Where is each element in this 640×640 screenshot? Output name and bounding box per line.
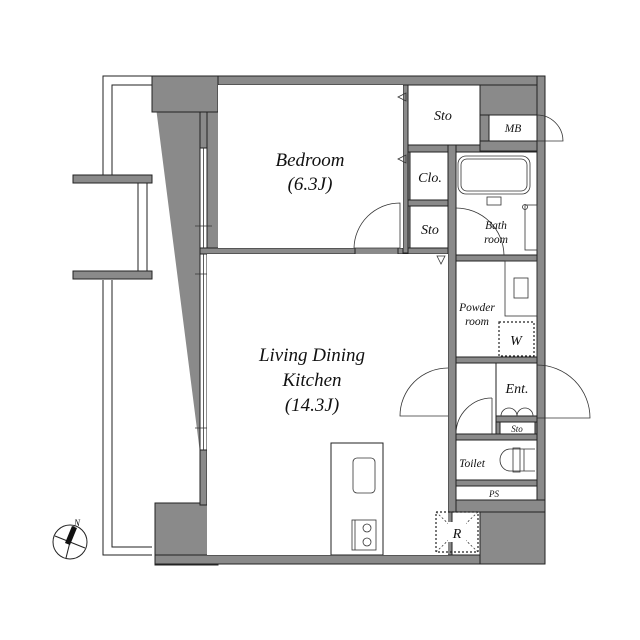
bathroom (455, 151, 538, 256)
storage-entrance-label: Sto (511, 424, 523, 434)
pipe-space-label: PS (488, 489, 499, 499)
toilet-room (455, 439, 538, 481)
storage-top-label: Sto (434, 109, 452, 124)
entrance-hall (455, 362, 497, 435)
closet-label: Clo. (418, 171, 442, 186)
bath-label-2: room (484, 234, 508, 246)
powder-room (455, 260, 538, 358)
closet (409, 151, 449, 201)
powder-label-1: Powder (458, 302, 495, 314)
fridge-label: R (452, 527, 462, 542)
ldk-label-1: Living Dining (258, 345, 365, 366)
storage-mid-label: Sto (421, 223, 439, 238)
balcony (72, 75, 153, 556)
storage-mid (409, 205, 449, 249)
entrance (495, 362, 538, 417)
fridge-space (435, 511, 479, 553)
kitchen-counter (330, 442, 384, 556)
pipe-space (455, 485, 538, 501)
bedroom-size: (6.3J) (288, 174, 333, 195)
powder-label-2: room (465, 316, 489, 328)
ldk-size: (14.3J) (285, 395, 339, 416)
ldk-label-2: Kitchen (281, 370, 341, 391)
meter-box-label: MB (504, 123, 522, 135)
north-arrow-icon: N (52, 518, 88, 560)
washer-label: W (510, 334, 523, 349)
storage-top (407, 84, 481, 146)
bedroom-label: Bedroom (276, 150, 345, 171)
entrance-label: Ent. (505, 382, 529, 397)
compass-label: N (73, 518, 81, 528)
meter-box (488, 114, 538, 142)
bath-label-1: Bath (485, 220, 507, 232)
toilet-label: Toilet (459, 458, 486, 470)
